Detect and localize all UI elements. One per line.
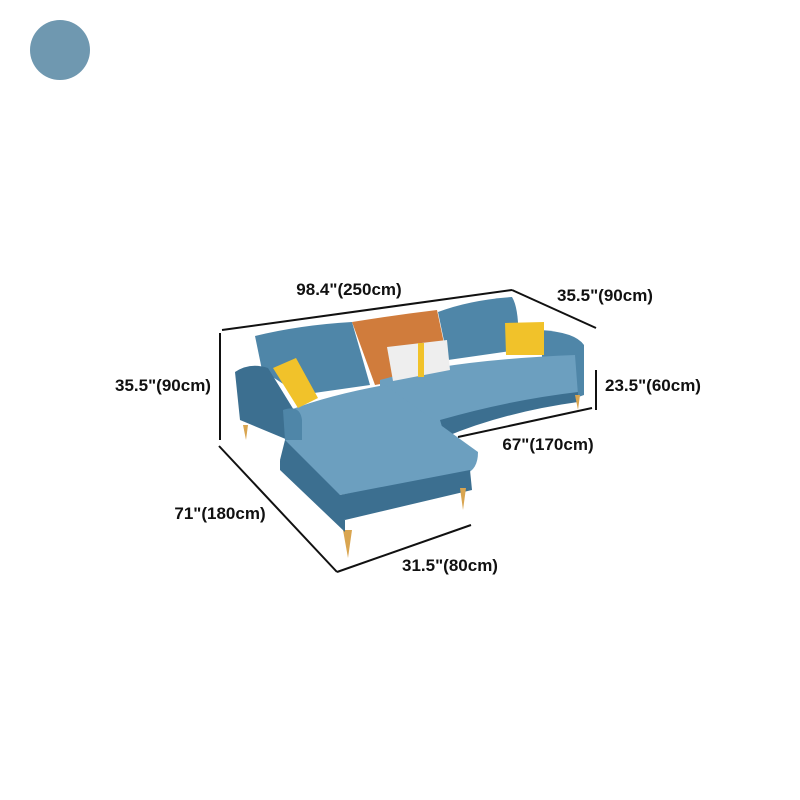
sofa-length-label: 67"(170cm): [502, 435, 593, 454]
depth-label: 35.5"(90cm): [557, 286, 653, 305]
width-line: [221, 289, 513, 331]
right-back-cushion: [438, 297, 519, 360]
leg: [243, 425, 248, 440]
chaise-width-label: 31.5"(80cm): [402, 556, 498, 575]
chaise-seat: [285, 385, 478, 495]
yellow-pillow-left: [273, 358, 318, 408]
right-base: [440, 392, 578, 437]
color-swatch[interactable]: [30, 20, 90, 80]
leg: [575, 395, 580, 410]
sofa-length-line: [457, 407, 593, 438]
chaise-arm: [235, 365, 300, 445]
chaise-length-label: 71"(180cm): [174, 504, 265, 523]
chaise-width-line: [336, 524, 472, 573]
sofa-illustration: [235, 297, 584, 558]
depth-line: [511, 289, 597, 329]
chaise-length-line: [218, 445, 338, 573]
chaise-arm-front: [283, 408, 302, 440]
dimension-lines: [218, 289, 597, 573]
overall-width-label: 98.4"(250cm): [296, 280, 401, 299]
leg: [460, 488, 466, 510]
seat-height-label: 23.5"(60cm): [605, 376, 701, 395]
white-pillow-stripe: [418, 343, 424, 377]
chaise-base: [280, 440, 472, 520]
yellow-pillow-right: [505, 322, 544, 355]
chaise-front-face: [280, 460, 345, 532]
leg: [343, 530, 352, 558]
overall-height-label: 35.5"(90cm): [115, 376, 211, 395]
